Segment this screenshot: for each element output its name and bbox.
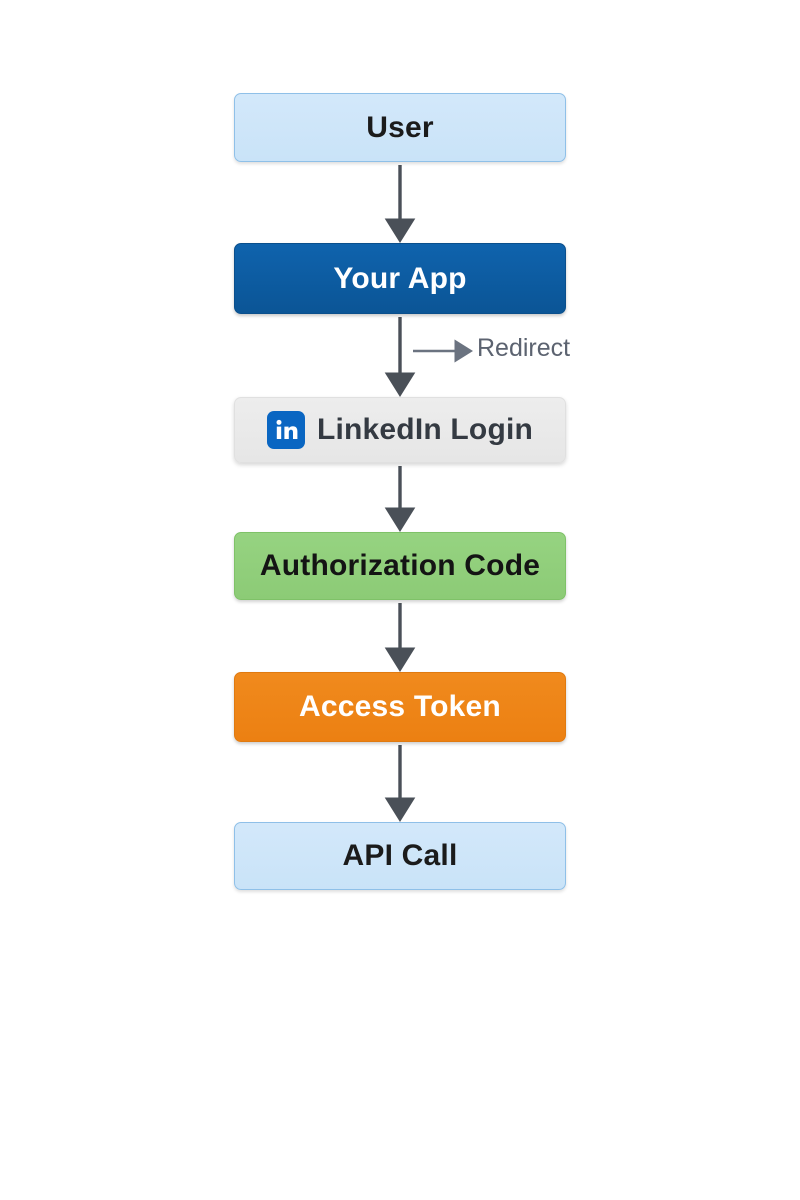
node-user-label: User: [366, 110, 434, 144]
node-access-token-label: Access Token: [299, 690, 501, 723]
node-authorization-code[interactable]: Authorization Code: [234, 532, 566, 600]
node-linkedin-login[interactable]: LinkedIn Login: [234, 397, 566, 463]
node-linkedin-login-label: LinkedIn Login: [316, 413, 534, 446]
node-access-token[interactable]: Access Token: [234, 672, 566, 742]
linkedin-login-content: LinkedIn Login: [266, 411, 534, 449]
edge-label-redirect: Redirect: [477, 334, 571, 362]
linkedin-icon: [266, 411, 305, 449]
node-authorization-code-label: Authorization Code: [259, 549, 541, 582]
node-api-call[interactable]: API Call: [234, 822, 566, 890]
node-your-app[interactable]: Your App: [234, 243, 566, 314]
node-your-app-label: Your App: [333, 261, 467, 295]
node-api-call-label: API Call: [342, 839, 458, 872]
node-user[interactable]: User: [234, 93, 566, 162]
